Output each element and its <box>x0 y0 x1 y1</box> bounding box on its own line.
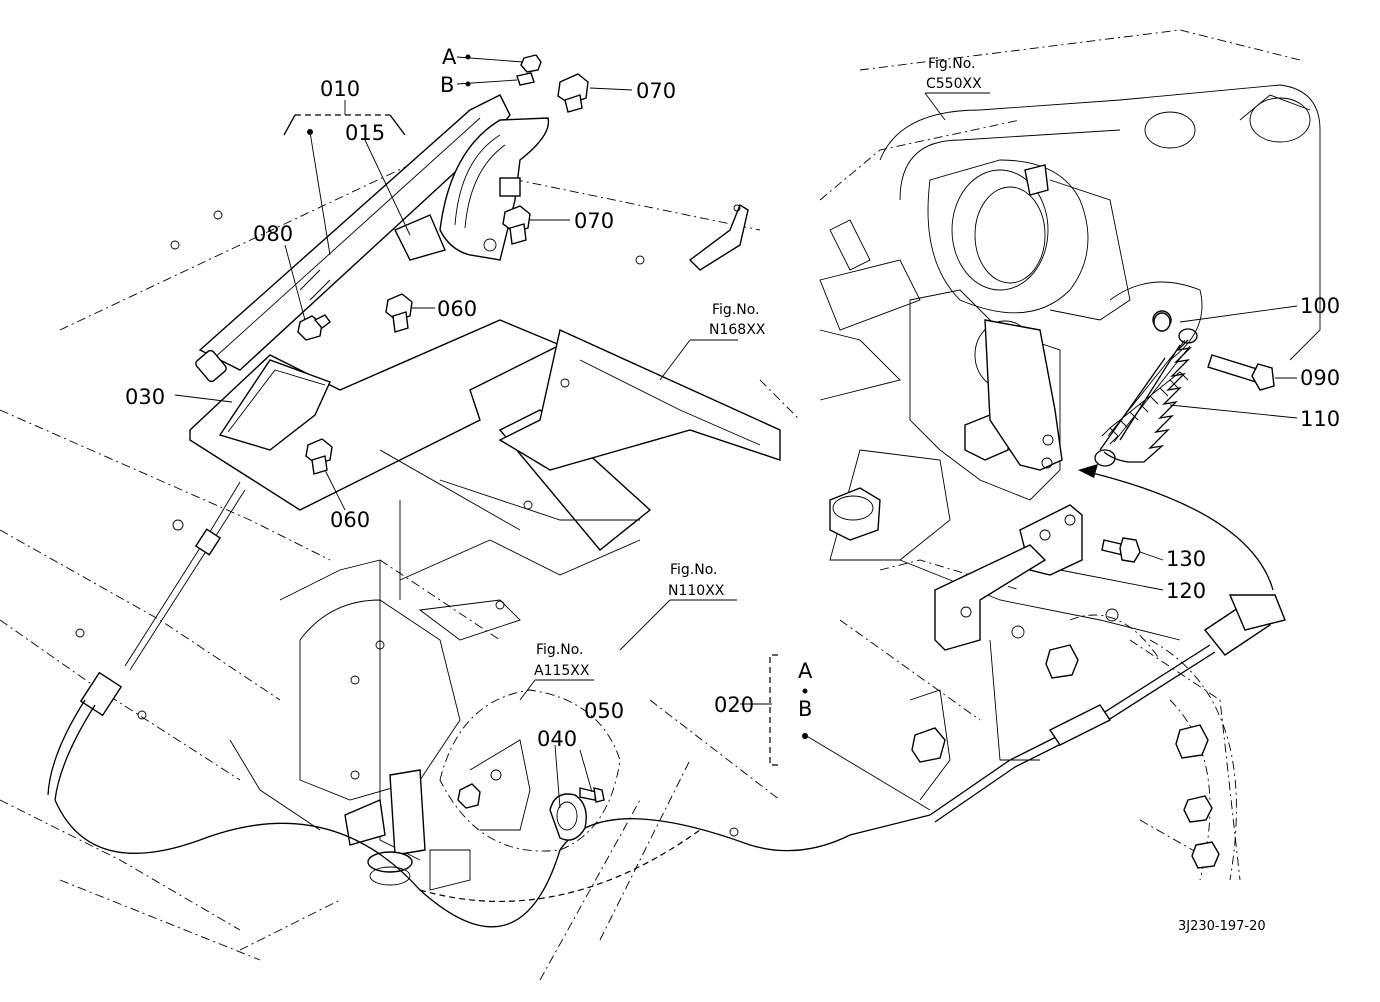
label-110: 110 <box>1300 407 1340 431</box>
label-015: 015 <box>345 121 385 145</box>
label-050: 050 <box>584 699 624 723</box>
parking-lever-assembly <box>195 94 550 383</box>
figref-a115-code: A115XX <box>534 663 590 679</box>
figref-n168-title: Fig.No. <box>712 302 760 318</box>
bolt-050 <box>579 787 605 803</box>
bolt-070-mid <box>502 205 531 245</box>
label-key-ab-a: A <box>798 659 813 683</box>
label-090: 090 <box>1300 366 1340 390</box>
cable-end-arrow <box>1078 464 1274 591</box>
label-080: 080 <box>253 222 293 246</box>
clamp-040 <box>549 793 587 841</box>
drawing-number: 3J230-197-20 <box>1178 919 1266 934</box>
bolt-130 <box>1101 537 1141 563</box>
bracket-120 <box>934 504 1083 651</box>
label-120: 120 <box>1166 579 1206 603</box>
bolt-070-top <box>557 73 589 113</box>
label-040: 040 <box>537 727 577 751</box>
label-100: 100 <box>1300 294 1340 318</box>
a115-detail-area <box>439 689 621 852</box>
label-060-upper: 060 <box>437 297 477 321</box>
bolt-060-upper <box>385 293 413 333</box>
part-labels: 015 080 030 060 060 070 070 A B 040 050 … <box>125 45 1340 751</box>
label-070-mid: 070 <box>574 209 614 233</box>
label-key-b: B <box>440 73 454 97</box>
figref-n110-title: Fig.No. <box>670 562 718 578</box>
figref-n168-code: N168XX <box>709 322 766 338</box>
label-070-top: 070 <box>636 79 676 103</box>
lower-guide <box>229 599 471 891</box>
label-key-ab-b: B <box>798 697 812 721</box>
bushing-100 <box>1153 312 1171 332</box>
figref-n110-code: N110XX <box>668 583 725 599</box>
figref-c550-code: C550XX <box>926 76 982 92</box>
figure-references: Fig.No. C550XX Fig.No. N168XX Fig.No. N1… <box>534 56 982 679</box>
bracket-plates <box>189 203 781 861</box>
brake-arm <box>984 319 1063 471</box>
bolt-090 <box>1207 354 1275 391</box>
bolt-080 <box>297 314 331 341</box>
figref-a115-title: Fig.No. <box>536 642 584 658</box>
figref-c550-title: Fig.No. <box>928 56 976 72</box>
label-130: 130 <box>1166 547 1206 571</box>
leader-lines <box>174 54 1298 811</box>
brake-cable-020 <box>47 481 1286 928</box>
label-060-lower: 060 <box>330 508 370 532</box>
label-020: 020 <box>714 693 754 717</box>
axle-housing <box>819 84 1321 869</box>
nut-A-B <box>516 54 542 86</box>
label-010: 010 <box>320 77 360 101</box>
bolt-060-lower <box>305 438 333 475</box>
spring-110 <box>1094 328 1198 467</box>
label-010-group: 010 <box>283 77 406 256</box>
label-030: 030 <box>125 385 165 409</box>
chassis-outline <box>0 29 1301 981</box>
label-key-a: A <box>442 45 457 69</box>
